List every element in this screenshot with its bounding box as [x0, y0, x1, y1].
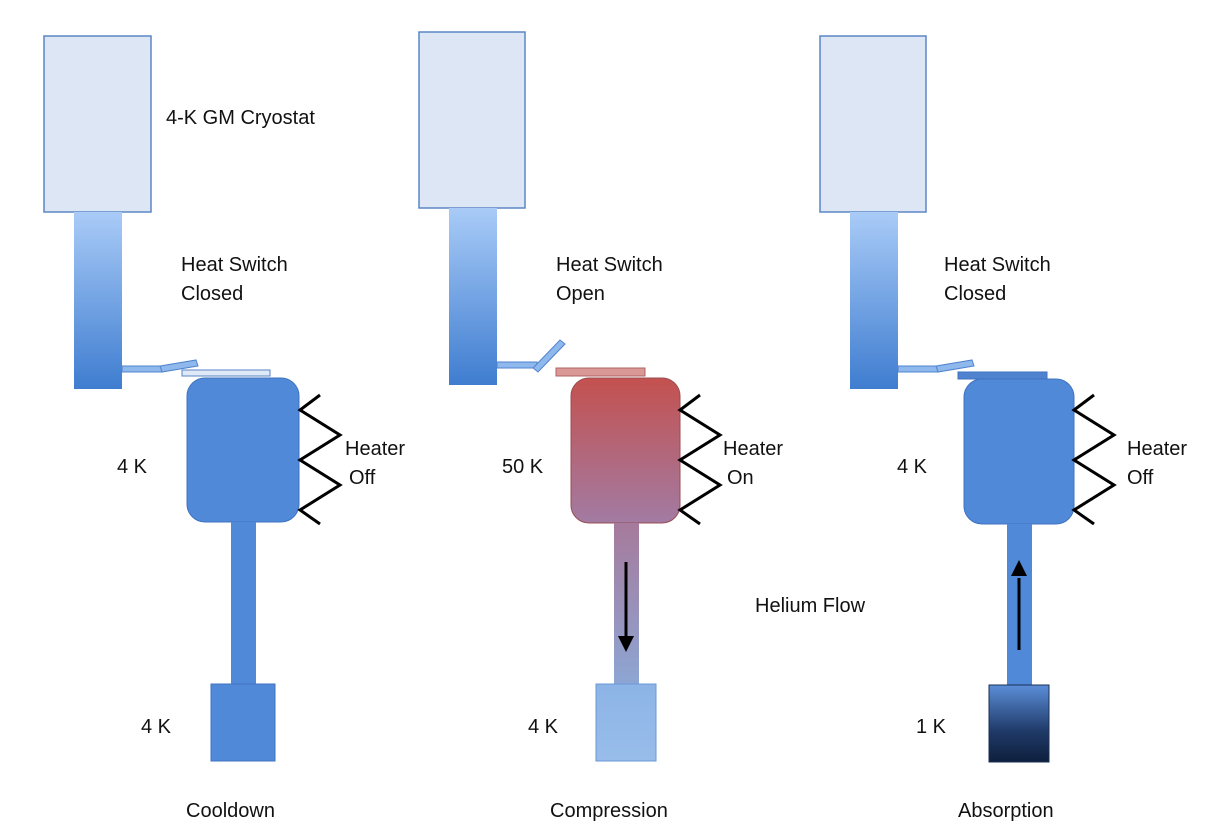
stage-title: Cooldown: [186, 800, 275, 822]
heater-label-line2: On: [727, 467, 754, 489]
cryostat-label: 4-K GM Cryostat: [166, 107, 315, 129]
cold-stage: [595, 683, 657, 762]
switch-blade-closed: [935, 359, 975, 373]
heater-label-line2: Off: [349, 467, 376, 489]
cold-stage-1k: [988, 684, 1050, 763]
switch-contact-plate: [181, 369, 271, 377]
pump-temperature: 4 K: [117, 456, 148, 478]
switch-contact-plate: [555, 367, 646, 377]
heater-label-line1: Heater: [1127, 438, 1187, 460]
cryostat-body: [43, 35, 152, 213]
sorption-pump: [963, 378, 1075, 525]
cryostat-body: [819, 35, 927, 213]
heater-zigzag-icon: [677, 393, 723, 526]
pump-temperature: 4 K: [897, 456, 928, 478]
stage-temperature: 1 K: [916, 716, 947, 738]
switch-blade-open: [532, 339, 566, 373]
switch-blade-closed: [159, 359, 199, 373]
switch-arm: [121, 365, 163, 373]
sorption-pump-hot: [570, 377, 681, 524]
stage-temperature: 4 K: [141, 716, 172, 738]
switch-label-line1: Heat Switch: [556, 254, 663, 276]
sorption-pump: [186, 377, 300, 523]
switch-label-line1: Heat Switch: [181, 254, 288, 276]
switch-contact-plate: [957, 371, 1048, 380]
stage-temperature: 4 K: [528, 716, 559, 738]
heater-zigzag-icon: [1071, 393, 1117, 526]
switch-arm: [897, 365, 939, 373]
heater-label-line1: Heater: [723, 438, 783, 460]
pump-temperature: 50 K: [502, 456, 544, 478]
panel-cooldown: [43, 35, 343, 762]
heater-label-line1: Heater: [345, 438, 405, 460]
heater-label-line2: Off: [1127, 467, 1154, 489]
stage-title: Absorption: [958, 800, 1054, 822]
panel-absorption: [819, 35, 1117, 763]
flow-arrow-down-icon: [618, 562, 634, 652]
thermal-strap: [74, 212, 122, 389]
stage-title: Compression: [550, 800, 668, 822]
flow-arrow-up-icon: [1011, 560, 1027, 650]
heater-zigzag-icon: [297, 393, 343, 526]
pump-tube: [231, 522, 256, 684]
switch-label-line2: Open: [556, 283, 605, 305]
thermal-strap: [850, 212, 898, 389]
cryostat-body: [418, 31, 526, 209]
switch-label-line2: Closed: [944, 283, 1006, 305]
cold-stage: [210, 683, 276, 762]
panel-compression: [418, 31, 723, 762]
switch-label-line1: Heat Switch: [944, 254, 1051, 276]
switch-label-line2: Closed: [181, 283, 243, 305]
thermal-strap: [449, 208, 497, 385]
helium-flow-label: Helium Flow: [755, 595, 866, 617]
switch-arm: [496, 361, 538, 369]
